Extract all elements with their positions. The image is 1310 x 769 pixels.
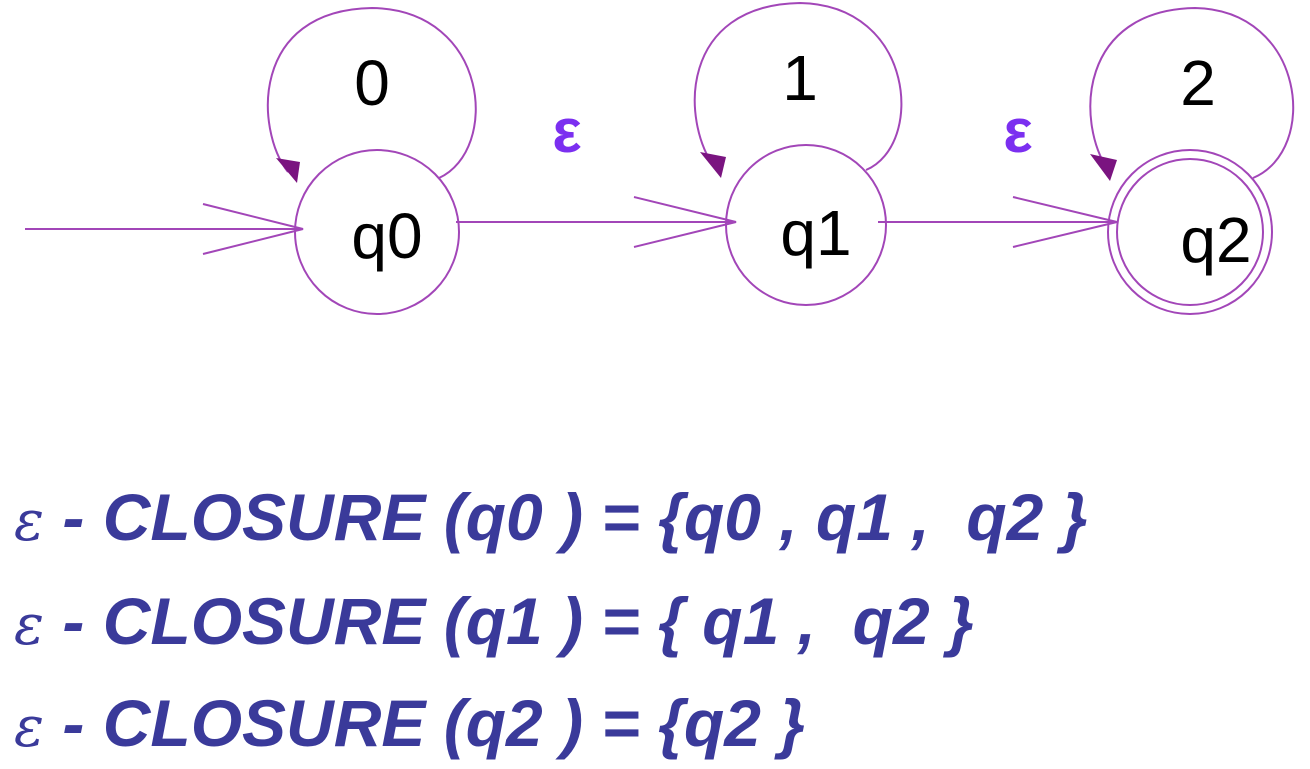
epsilon-symbol: ε [14, 489, 45, 554]
closure-text: - CLOSURE (q0 ) = {q0 , q1 , q2 } [44, 480, 1088, 554]
state-q2-label: q2 [1180, 204, 1251, 276]
state-q0-label: q0 [351, 200, 422, 272]
epsilon-symbol: ε [14, 593, 45, 658]
transition-q0-q1-label: ε [552, 97, 581, 166]
closure-text: - CLOSURE (q1 ) = { q1 , q2 } [44, 584, 974, 658]
transition-q1-q2-label: ε [1003, 97, 1032, 166]
self-loop-q1-label: 1 [782, 42, 818, 114]
closure-text: - CLOSURE (q2 ) = {q2 } [44, 686, 805, 760]
self-loop-q0-label: 0 [354, 47, 390, 119]
state-q1 [725, 144, 887, 306]
transition-q1-q2 [878, 196, 1118, 248]
closure-line-q1: ε - CLOSURE (q1 ) = { q1 , q2 } [14, 588, 974, 654]
transition-q0-q1 [456, 196, 737, 248]
state-q1-label: q1 [780, 197, 851, 269]
self-loop-q2-arrowhead [1090, 154, 1117, 181]
self-loop-q2-label: 2 [1180, 47, 1216, 119]
closure-line-q2: ε - CLOSURE (q2 ) = {q2 } [14, 690, 805, 756]
self-loop-q0 [267, 6, 477, 183]
start-arrow [25, 203, 304, 255]
self-loop-q0-arrowhead [276, 158, 300, 183]
state-q0 [294, 149, 460, 315]
self-loop-q2 [1089, 6, 1295, 181]
self-loop-q1-arrowhead [700, 152, 726, 178]
closure-line-q0: ε - CLOSURE (q0 ) = {q0 , q1 , q2 } [14, 484, 1087, 550]
self-loop-q1 [693, 1, 903, 178]
nfa-diagram: ε ε q0 0 q1 1 q2 2 [25, 1, 1295, 315]
state-q2 [1107, 149, 1273, 315]
accepting-ring [1116, 158, 1264, 306]
epsilon-symbol: ε [14, 695, 45, 760]
